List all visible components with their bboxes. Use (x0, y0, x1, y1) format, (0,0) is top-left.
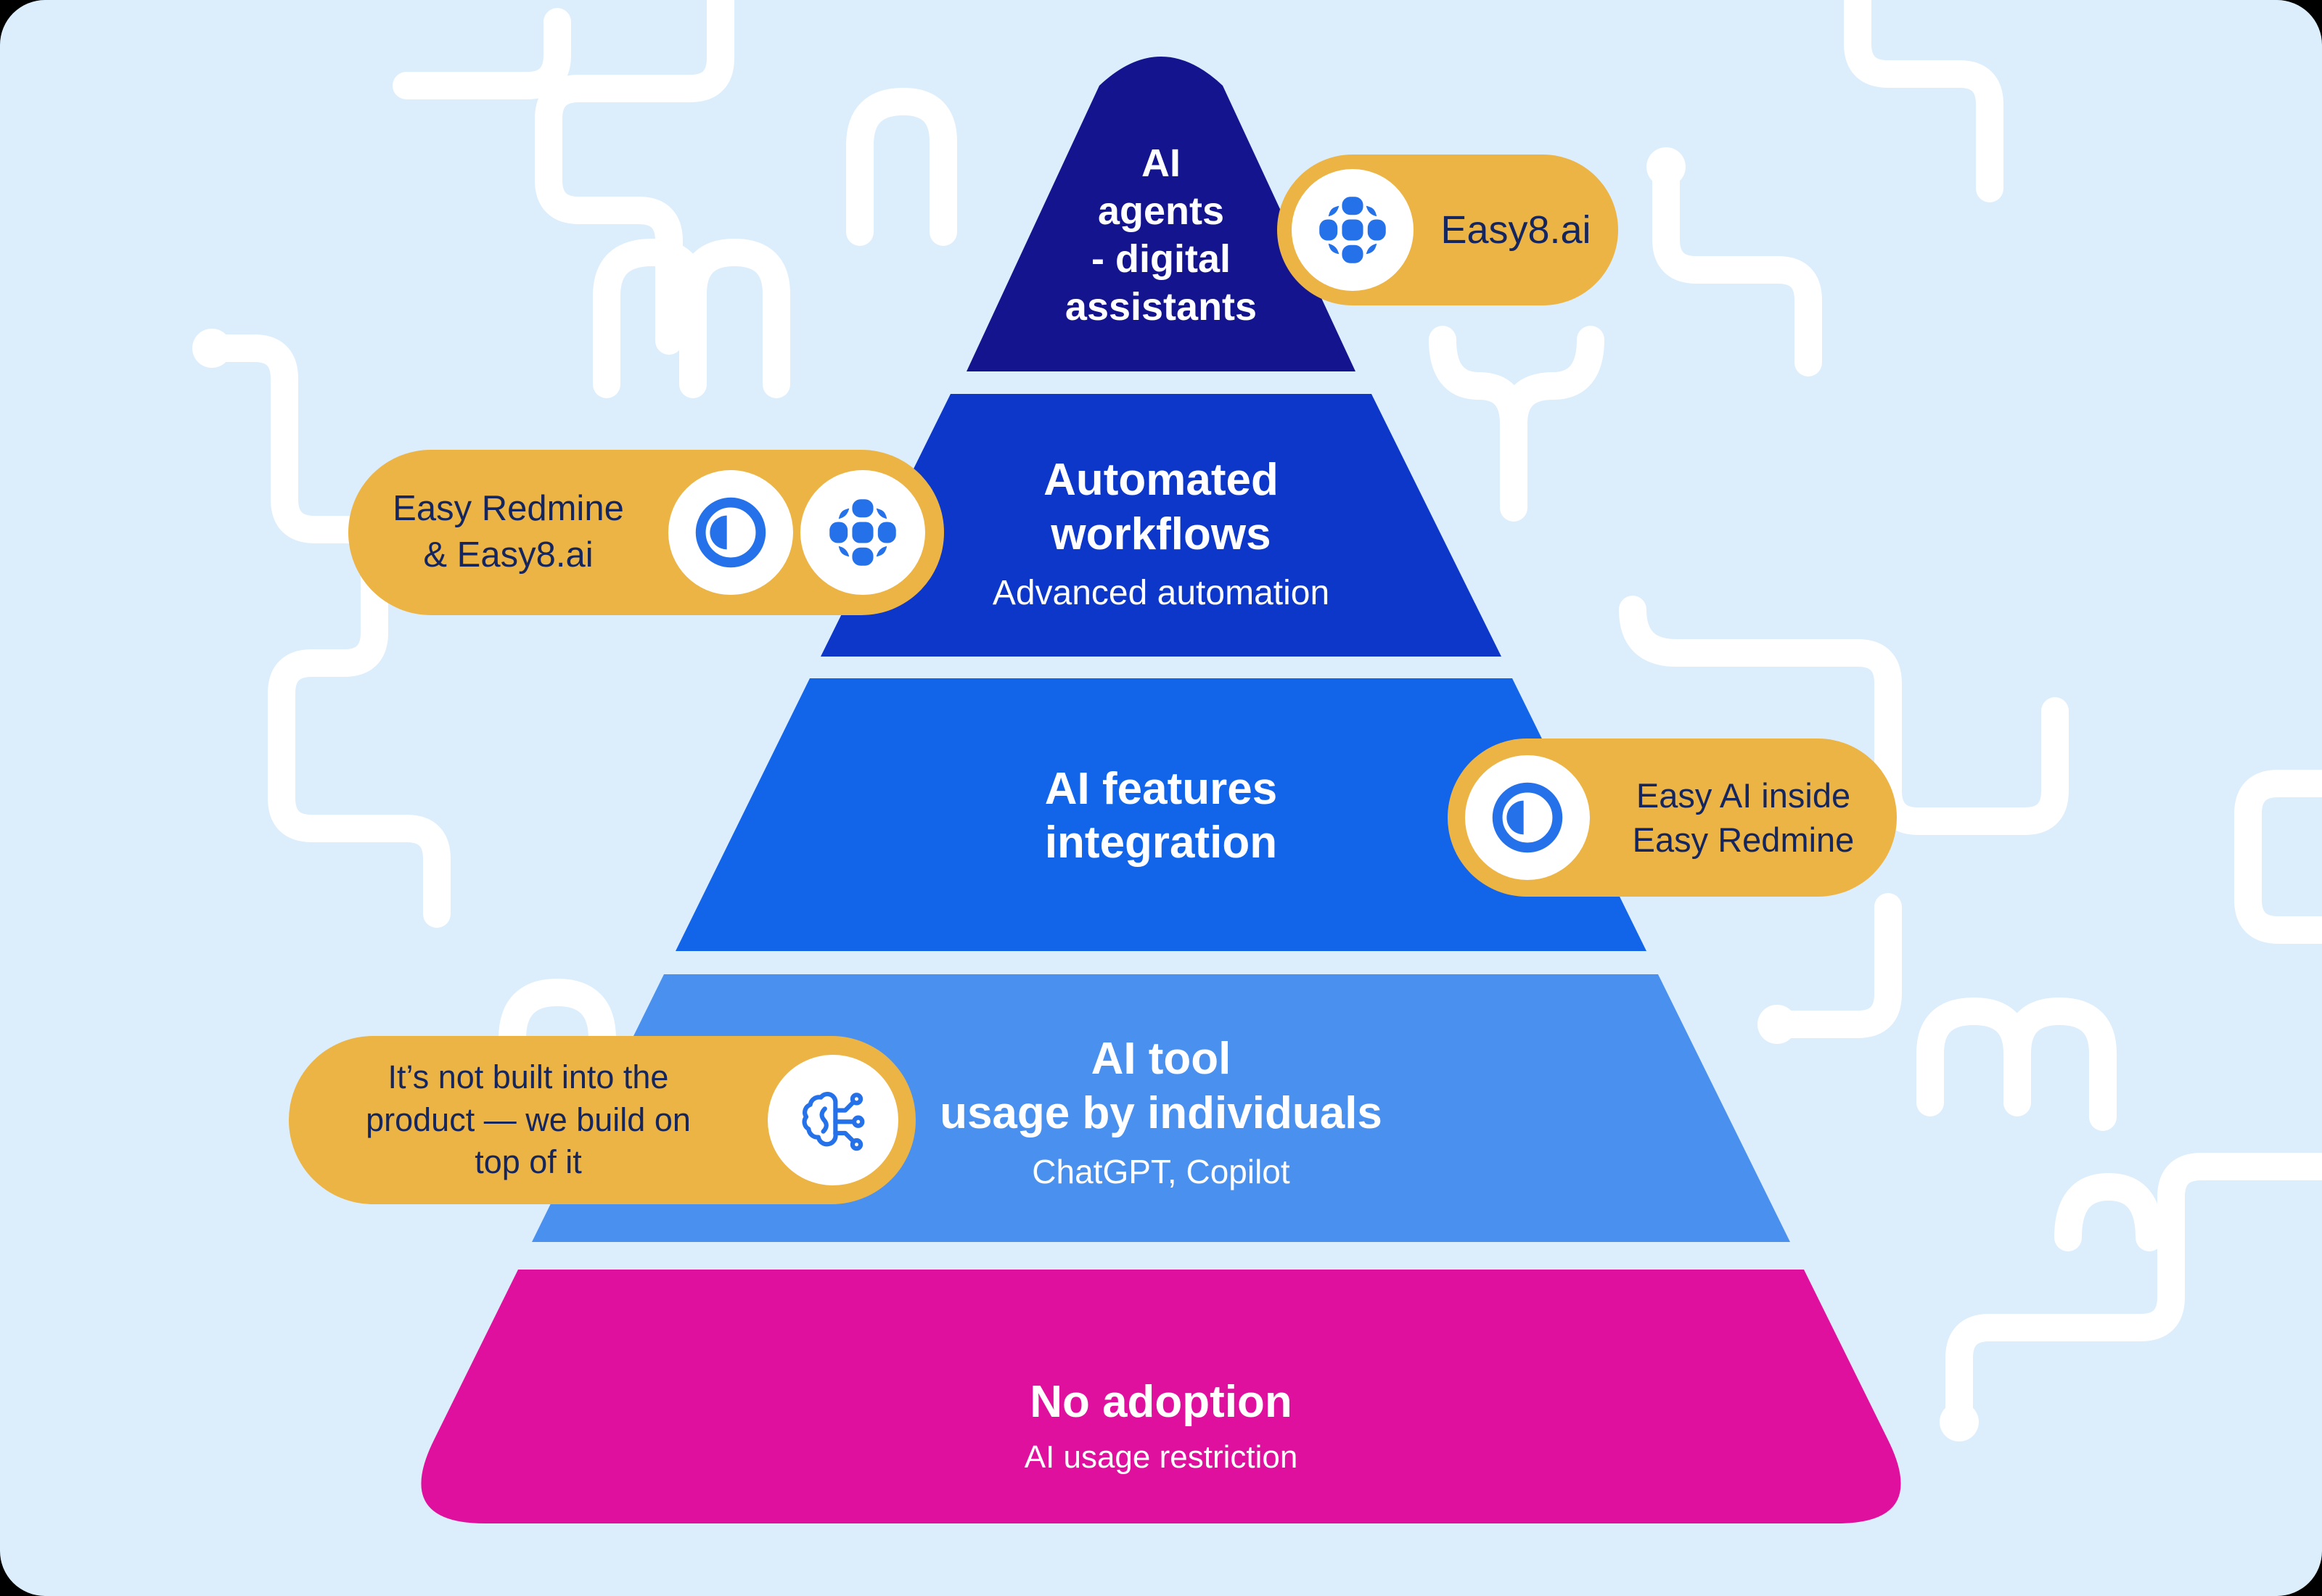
ai-brain-icon-circle (768, 1055, 898, 1185)
easy-ai-inside-badge: Easy AI inside Easy Redmine (1448, 739, 1897, 897)
easy-redmine-easy8-badge: Easy Redmine & Easy8.ai (348, 450, 944, 615)
pyramid-tier-1 (967, 57, 1355, 371)
circuit-nodes (192, 147, 1979, 1441)
pyramid-tier-2 (821, 394, 1501, 657)
easy-redmine-logo-icon (1492, 782, 1563, 853)
pyramid-tier-3 (676, 678, 1646, 951)
pyramid-tier-5 (421, 1270, 1901, 1523)
easy8-logo-icon (829, 499, 896, 566)
easy8-logo-circle (800, 470, 925, 595)
not-built-in-label: It’s not built into the product — we bui… (366, 1058, 691, 1181)
easy8-badge: Easy8.ai (1277, 155, 1618, 305)
ai-brain-icon (802, 1092, 865, 1151)
easy-ai-inside-label: Easy AI inside Easy Redmine (1632, 776, 1855, 859)
easy-redmine-logo-icon (695, 497, 766, 568)
easy8-logo-circle (1292, 169, 1414, 291)
not-built-in-badge: It’s not built into the product — we bui… (289, 1036, 916, 1204)
circuit-decoration (198, 0, 2322, 1436)
easy8-badge-label: Easy8.ai (1440, 207, 1591, 252)
easy-redmine-logo-circle (1465, 755, 1590, 880)
easy-redmine-easy8-label: Easy Redmine & Easy8.ai (393, 489, 624, 575)
easy-redmine-logo-circle (668, 470, 793, 595)
easy8-logo-icon (1319, 197, 1386, 263)
